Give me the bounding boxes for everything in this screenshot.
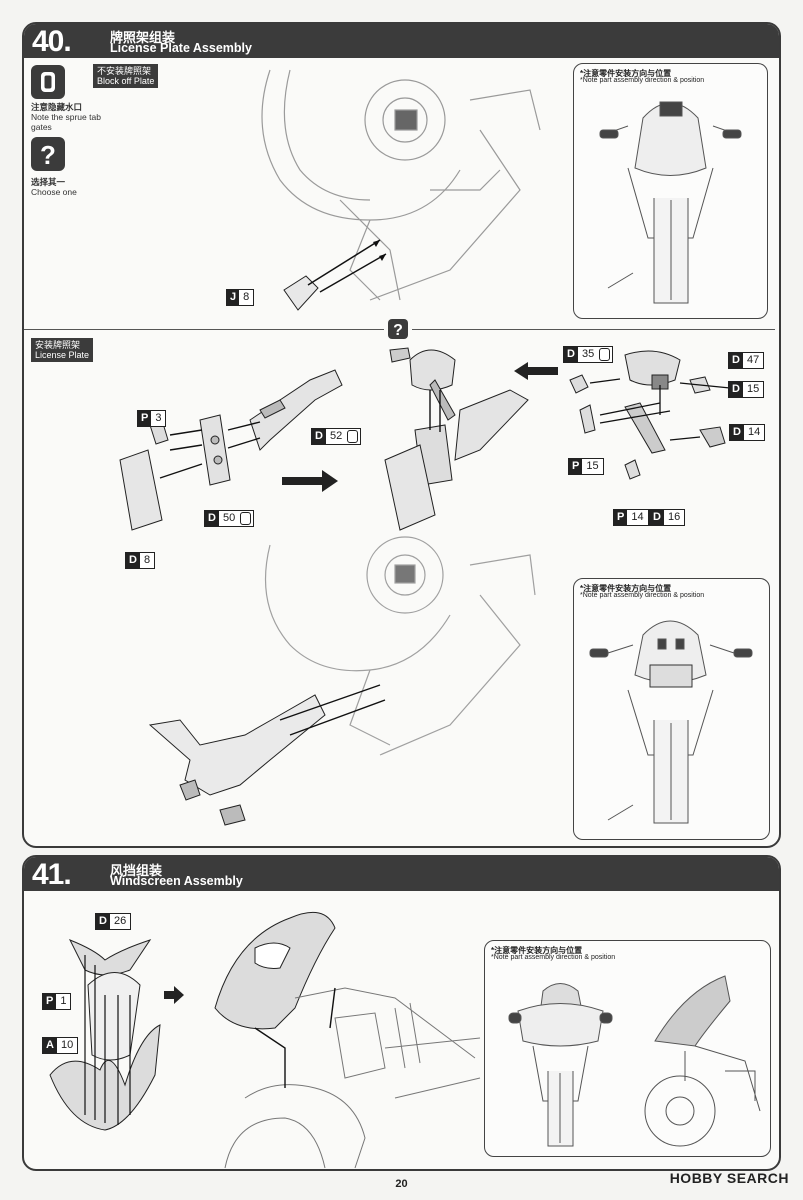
front-cowl-assembly	[214, 911, 481, 1169]
step-41-header: 41. 风挡组装 Windscreen Assembly	[24, 857, 779, 891]
step-41-title-en: Windscreen Assembly	[110, 874, 243, 888]
license-cn: 安装牌照架	[35, 340, 81, 350]
sprue-gate-small-icon	[599, 348, 611, 361]
sprue-note-cn: 注意隐藏水口	[31, 102, 83, 112]
bike-front-view	[508, 983, 613, 1147]
note-en-3: *Note part assembly direction & position	[491, 954, 616, 961]
sprue-gate-small-icon	[347, 430, 359, 443]
tail-light-exploded	[569, 350, 731, 480]
block-off-tag: 不安装牌照架 Block off Plate	[93, 64, 159, 88]
question-icon: ?	[31, 137, 65, 171]
flow-arrow-right	[282, 470, 338, 492]
watermark-logo: HOBBY SEARCH	[669, 1170, 789, 1186]
note-box-windscreen: *注意零件安装方向与位置 *Note part assembly directi…	[484, 940, 771, 1157]
rear-wheel-illustration-top	[261, 69, 541, 301]
choose-en: Choose one	[31, 187, 77, 197]
bike-rear-view-1	[599, 101, 742, 304]
choose-one-icon: ?	[388, 319, 408, 339]
sprue-gate-icon	[31, 65, 65, 99]
note-box-block-off: *注意零件安装方向与位置 *Note part assembly directi…	[573, 63, 768, 319]
note-cn-1: *注意零件安装方向与位置	[580, 69, 672, 78]
step-41-number: 41.	[32, 858, 72, 891]
svg-text:?: ?	[393, 322, 403, 339]
j8-arrows	[307, 239, 387, 293]
step-40-header: 40. 牌照架组装 License Plate Assembly	[24, 24, 779, 58]
windscreen-exploded	[49, 939, 161, 1131]
step-40-title-cn: 牌照架组装	[110, 30, 176, 45]
note-en-1: *Note part assembly direction & position	[580, 77, 705, 84]
step-40-number: 40.	[32, 25, 72, 58]
note-cn-2: *注意零件安装方向与位置	[580, 584, 672, 593]
sprue-note-en: Note the sprue tab gates	[31, 112, 101, 132]
bike-side-view	[644, 975, 761, 1147]
license-plate-subassembly	[119, 369, 343, 531]
license-en: License Plate	[35, 350, 90, 360]
choose-cn: 选择其一	[31, 177, 66, 187]
assembled-plate-holder	[384, 347, 529, 531]
note-en-2: *Note part assembly direction & position	[580, 592, 705, 599]
step-41-title-cn: 风挡组装	[110, 863, 163, 878]
note-box-license: *注意零件安装方向与位置 *Note part assembly directi…	[573, 578, 770, 840]
flow-arrow-41	[164, 986, 184, 1004]
option-divider-right	[412, 329, 775, 330]
block-off-cn: 不安装牌照架	[97, 66, 152, 76]
flow-arrow-left	[514, 362, 558, 380]
license-plate-tag: 安装牌照架 License Plate	[31, 338, 94, 362]
option-divider-left	[24, 329, 384, 330]
sprue-gate-small-icon	[240, 512, 252, 525]
note-cn-3: *注意零件安装方向与位置	[491, 946, 583, 955]
rear-wheel-illustration-bottom	[148, 536, 536, 826]
page-number: 20	[395, 1178, 408, 1190]
block-off-en: Block off Plate	[97, 76, 155, 86]
bike-rear-view-2	[589, 620, 753, 824]
step-40-title-en: License Plate Assembly	[110, 41, 252, 55]
svg-text:?: ?	[40, 140, 56, 170]
